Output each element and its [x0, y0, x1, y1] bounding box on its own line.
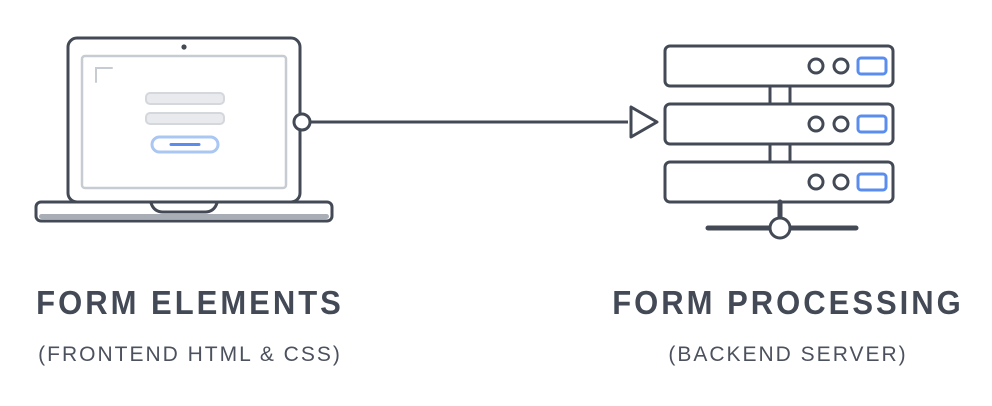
- form-corner-bracket: [95, 67, 113, 83]
- server-unit: [663, 44, 895, 88]
- form-input-field: [145, 92, 225, 105]
- left-title: FORM ELEMENTS: [36, 283, 344, 322]
- server-led-panel: [856, 56, 888, 76]
- diagram-graphics: [34, 36, 895, 240]
- server-unit: [663, 160, 895, 204]
- form-input-field: [145, 112, 225, 125]
- laptop-camera-icon: [181, 44, 187, 50]
- server-unit: [663, 102, 895, 146]
- right-title: FORM PROCESSING: [612, 283, 964, 322]
- right-subtitle: (BACKEND SERVER): [668, 343, 908, 366]
- laptop-illustration: [34, 36, 334, 223]
- right-caption: FORM PROCESSING (BACKEND SERVER): [608, 283, 968, 367]
- left-subtitle: (FRONTEND HTML & CSS): [38, 343, 342, 366]
- server-led-panel: [856, 172, 888, 192]
- left-caption: FORM ELEMENTS (FRONTEND HTML & CSS): [10, 283, 370, 367]
- arrow-icon: [292, 105, 659, 139]
- network-node-icon: [768, 216, 792, 240]
- server-led-panel: [856, 114, 888, 134]
- server-illustration: [663, 44, 895, 240]
- server-stand: [705, 199, 859, 240]
- laptop-base-shadow: [39, 214, 329, 219]
- laptop-notch: [149, 202, 219, 214]
